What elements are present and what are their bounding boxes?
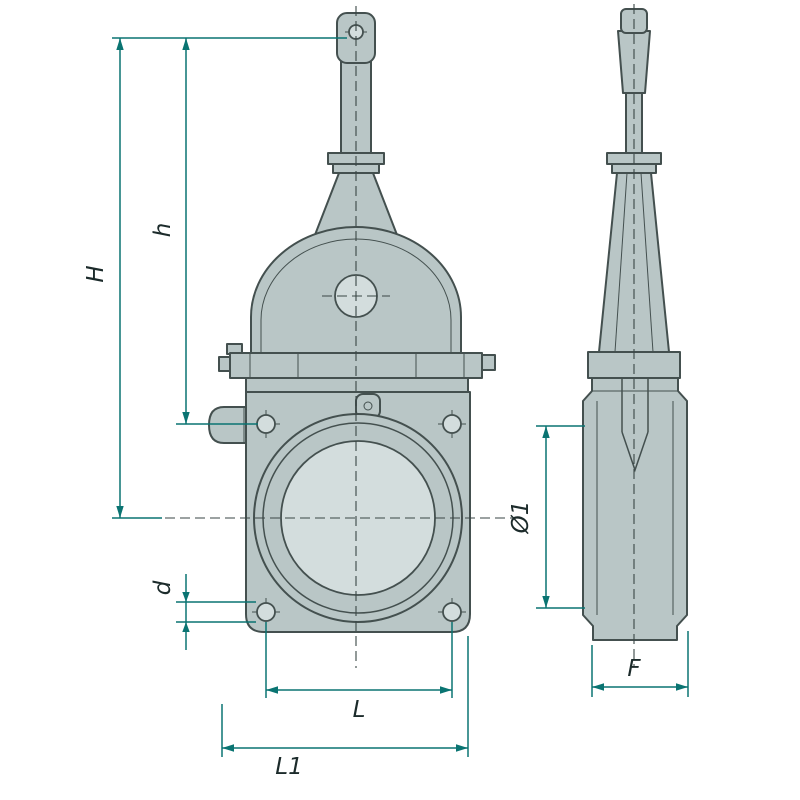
dimension-L: L <box>265 622 453 723</box>
dimension-label-L1: L1 <box>275 754 302 780</box>
side-boss <box>208 406 251 444</box>
dimension-d: d <box>150 574 256 650</box>
side-view <box>582 8 688 641</box>
dimension-h: h <box>150 38 258 425</box>
dimension-F: F <box>591 631 689 697</box>
bolt-hole-bottom-right <box>438 598 466 626</box>
bolt-hole-bottom-left <box>252 598 280 626</box>
dimension-label-O1: Ø1 <box>508 501 534 535</box>
flange-bolt-lines <box>249 353 465 378</box>
dimension-L1: L1 <box>221 636 469 780</box>
flange-tab-left <box>218 356 231 372</box>
dimension-label-d: d <box>150 580 176 595</box>
gate-wedge-side <box>621 378 649 473</box>
body-neck-band <box>245 377 469 393</box>
dimension-label-L: L <box>353 697 366 723</box>
centerlines <box>150 4 635 668</box>
body-side <box>582 377 688 641</box>
flange-tab-right <box>481 354 496 371</box>
dimension-O1: Ø1 <box>508 425 585 609</box>
dimension-H: H <box>83 37 347 519</box>
front-view <box>208 12 496 633</box>
bolt-hole-top-right <box>438 410 466 438</box>
dimension-label-h: h <box>150 223 176 238</box>
dimension-label-F: F <box>627 656 641 682</box>
dimension-label-H: H <box>83 265 109 282</box>
